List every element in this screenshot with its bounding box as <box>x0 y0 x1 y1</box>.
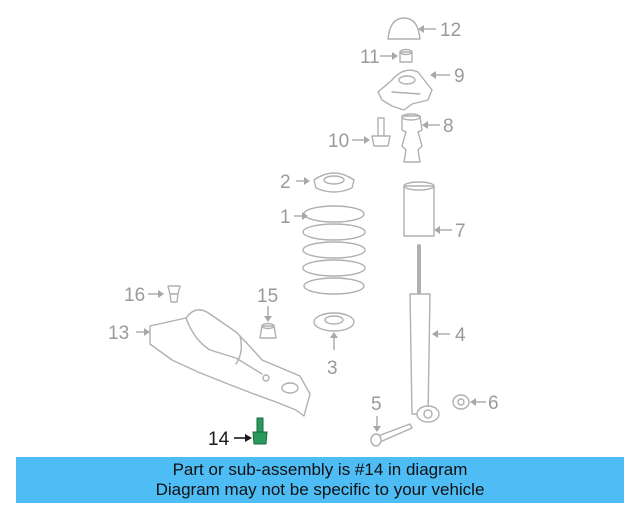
callout-5: 5 <box>371 394 382 415</box>
part-1-coil-spring[interactable] <box>302 205 366 295</box>
callout-16: 16 <box>124 285 145 306</box>
callout-9: 9 <box>454 66 465 87</box>
banner-line-1: Part or sub-assembly is #14 in diagram <box>172 460 468 479</box>
parts-diagram: 12 11 9 8 10 2 7 <box>108 17 499 450</box>
part-3-lower-seat[interactable] <box>313 312 355 332</box>
part-6-bushing[interactable] <box>452 394 470 410</box>
part-12-cap[interactable] <box>387 17 421 40</box>
callout-2: 2 <box>280 172 291 193</box>
callout-11: 11 <box>360 47 380 68</box>
part-15-stop[interactable] <box>259 322 277 339</box>
part-2-spring-seat[interactable] <box>313 172 355 193</box>
callout-13: 13 <box>108 323 129 344</box>
part-7-dust-boot[interactable] <box>403 181 435 237</box>
part-8-bump-stop[interactable] <box>401 113 423 163</box>
callout-12: 12 <box>440 20 461 41</box>
part-10-bolt[interactable] <box>371 117 391 147</box>
callout-6: 6 <box>488 393 499 414</box>
part-9-upper-mount[interactable] <box>377 69 433 111</box>
callout-3: 3 <box>327 358 338 379</box>
callout-14: 14 <box>208 429 230 450</box>
part-13-control-arm[interactable] <box>149 309 311 417</box>
part-5-bolt[interactable] <box>370 423 413 447</box>
banner-line-2: Diagram may not be specific to your vehi… <box>155 480 485 499</box>
callout-7: 7 <box>455 221 466 242</box>
callout-10: 10 <box>328 131 349 152</box>
part-14-bolt[interactable] <box>252 417 268 445</box>
callout-1: 1 <box>280 207 291 228</box>
info-banner: Part or sub-assembly is #14 in diagram D… <box>16 457 624 503</box>
part-4-shock-absorber[interactable] <box>409 244 440 423</box>
callout-4: 4 <box>455 325 466 346</box>
part-11-nut[interactable] <box>399 48 413 63</box>
part-16-clip[interactable] <box>167 285 181 303</box>
callout-8: 8 <box>443 116 454 137</box>
callout-15: 15 <box>257 286 278 307</box>
